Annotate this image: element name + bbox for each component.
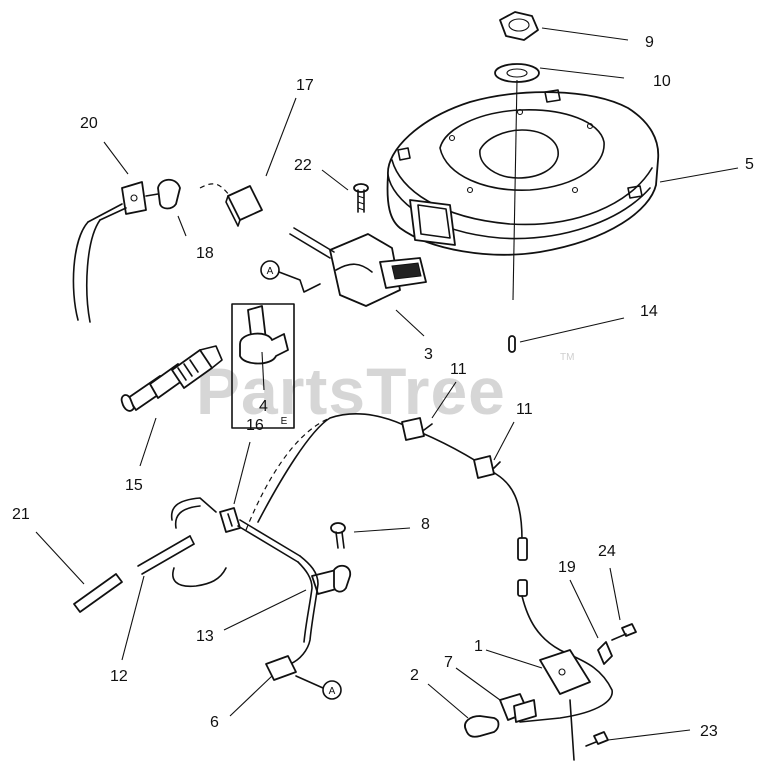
fuel-line-rod[interactable] bbox=[73, 573, 123, 613]
callout-9: 9 bbox=[645, 34, 654, 51]
callout-22: 22 bbox=[294, 157, 312, 174]
callout-numbers: 9 10 5 17 20 22 18 14 3 4 11 11 15 16 21… bbox=[12, 34, 754, 740]
callout-3: 3 bbox=[424, 346, 433, 363]
callout-11-lower: 11 bbox=[516, 401, 533, 418]
callout-11-upper: 11 bbox=[450, 361, 467, 378]
callout-10: 10 bbox=[653, 73, 671, 90]
watermark-trademark: TM bbox=[560, 352, 574, 363]
flywheel[interactable] bbox=[386, 89, 660, 256]
svg-text:A: A bbox=[267, 266, 274, 277]
leader-lines bbox=[35, 27, 739, 741]
callout-21: 21 bbox=[12, 506, 30, 523]
stop-switch-bracket[interactable] bbox=[539, 649, 591, 695]
callout-16: 16 bbox=[246, 417, 264, 434]
flywheel-nut[interactable] bbox=[499, 11, 539, 41]
callout-2: 2 bbox=[410, 667, 419, 684]
flywheel-key[interactable] bbox=[508, 335, 516, 353]
callout-7: 7 bbox=[444, 654, 453, 671]
callout-13: 13 bbox=[196, 628, 214, 645]
callout-24: 24 bbox=[598, 543, 616, 560]
connector-a-upper[interactable]: A bbox=[260, 260, 321, 293]
wire-connector-upper[interactable] bbox=[517, 537, 528, 561]
ground-lead-bracket[interactable] bbox=[311, 564, 352, 595]
inset-box bbox=[231, 303, 295, 429]
bracket-screw-lower[interactable] bbox=[585, 731, 609, 747]
callout-5: 5 bbox=[745, 156, 754, 173]
stop-switch[interactable] bbox=[499, 693, 537, 723]
inset-label: E bbox=[281, 416, 288, 427]
ignition-coil[interactable] bbox=[289, 227, 427, 307]
connector-a-lower[interactable]: A bbox=[295, 675, 342, 700]
lead-wire-lower-loop[interactable] bbox=[172, 567, 227, 588]
callout-23: 23 bbox=[700, 723, 718, 740]
callout-18: 18 bbox=[196, 245, 214, 262]
svg-text:A: A bbox=[329, 686, 336, 697]
ground-wire-harness[interactable] bbox=[519, 595, 613, 723]
callout-12: 12 bbox=[110, 668, 128, 685]
lead-dashed-route bbox=[199, 183, 231, 197]
bracket-screw-upper[interactable] bbox=[611, 623, 637, 641]
wire-clip-lower[interactable] bbox=[473, 455, 501, 479]
callout-17: 17 bbox=[296, 77, 314, 94]
callout-14: 14 bbox=[640, 303, 658, 320]
callout-4: 4 bbox=[259, 398, 268, 415]
flywheel-centerline bbox=[512, 79, 518, 301]
wire-connector-lower[interactable] bbox=[517, 579, 528, 597]
spark-plug-boot[interactable] bbox=[157, 178, 181, 210]
callout-1: 1 bbox=[474, 638, 483, 655]
bracket-leader-line bbox=[569, 699, 575, 761]
spark-plug-lead-bracket[interactable] bbox=[225, 185, 263, 227]
ground-lead-rod[interactable] bbox=[237, 519, 301, 563]
coil-mounting-screw[interactable] bbox=[353, 183, 369, 213]
ground-lead-wire[interactable] bbox=[72, 219, 101, 323]
switch-gasket[interactable] bbox=[464, 715, 500, 738]
callout-6: 6 bbox=[210, 714, 219, 731]
callout-20: 20 bbox=[80, 115, 98, 132]
lead-grommet[interactable] bbox=[219, 507, 241, 533]
callout-15: 15 bbox=[125, 477, 143, 494]
spark-plug[interactable] bbox=[120, 345, 223, 412]
spark-plug-terminal[interactable] bbox=[121, 181, 159, 215]
wire-clip-upper[interactable] bbox=[401, 417, 433, 441]
callout-19: 19 bbox=[558, 559, 576, 576]
ground-lead-wire-lower[interactable] bbox=[289, 555, 319, 665]
callout-8: 8 bbox=[421, 516, 430, 533]
flywheel-washer[interactable] bbox=[494, 63, 540, 83]
ground-lead-screw[interactable] bbox=[330, 522, 346, 549]
ground-terminal[interactable] bbox=[597, 641, 613, 665]
watermark-text: PartsTree bbox=[196, 354, 506, 428]
lead-wire-tube[interactable] bbox=[137, 535, 195, 575]
ground-lead-clip[interactable] bbox=[265, 655, 297, 681]
elbow-fitting[interactable] bbox=[239, 305, 289, 365]
lead-wire-upper-loop[interactable] bbox=[170, 497, 217, 529]
stop-wire-dashed-route bbox=[245, 417, 331, 531]
